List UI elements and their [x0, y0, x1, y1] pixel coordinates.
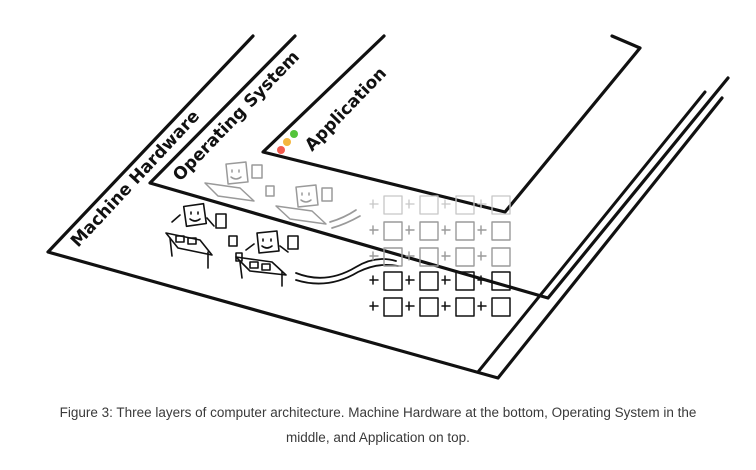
figure-caption-line-2: middle, and Application on top. [286, 430, 470, 445]
figure-caption-line-1: Figure 3: Three layers of computer archi… [59, 405, 697, 420]
window-maximize-dot [290, 130, 298, 138]
os-task-grid [369, 221, 511, 267]
hardware-workers [165, 202, 399, 287]
window-controls [277, 130, 298, 154]
diagram-canvas: Machine Hardware [46, 34, 730, 380]
hardware-task-grid [369, 271, 511, 317]
app-task-grid [369, 195, 511, 215]
window-minimize-dot [283, 138, 291, 146]
app-layer-label: Application [301, 64, 391, 156]
figure-caption: Figure 3: Three layers of computer archi… [28, 400, 728, 450]
app-layer: Application [261, 34, 642, 215]
os-workers [204, 161, 361, 229]
window-close-dot [277, 146, 285, 154]
